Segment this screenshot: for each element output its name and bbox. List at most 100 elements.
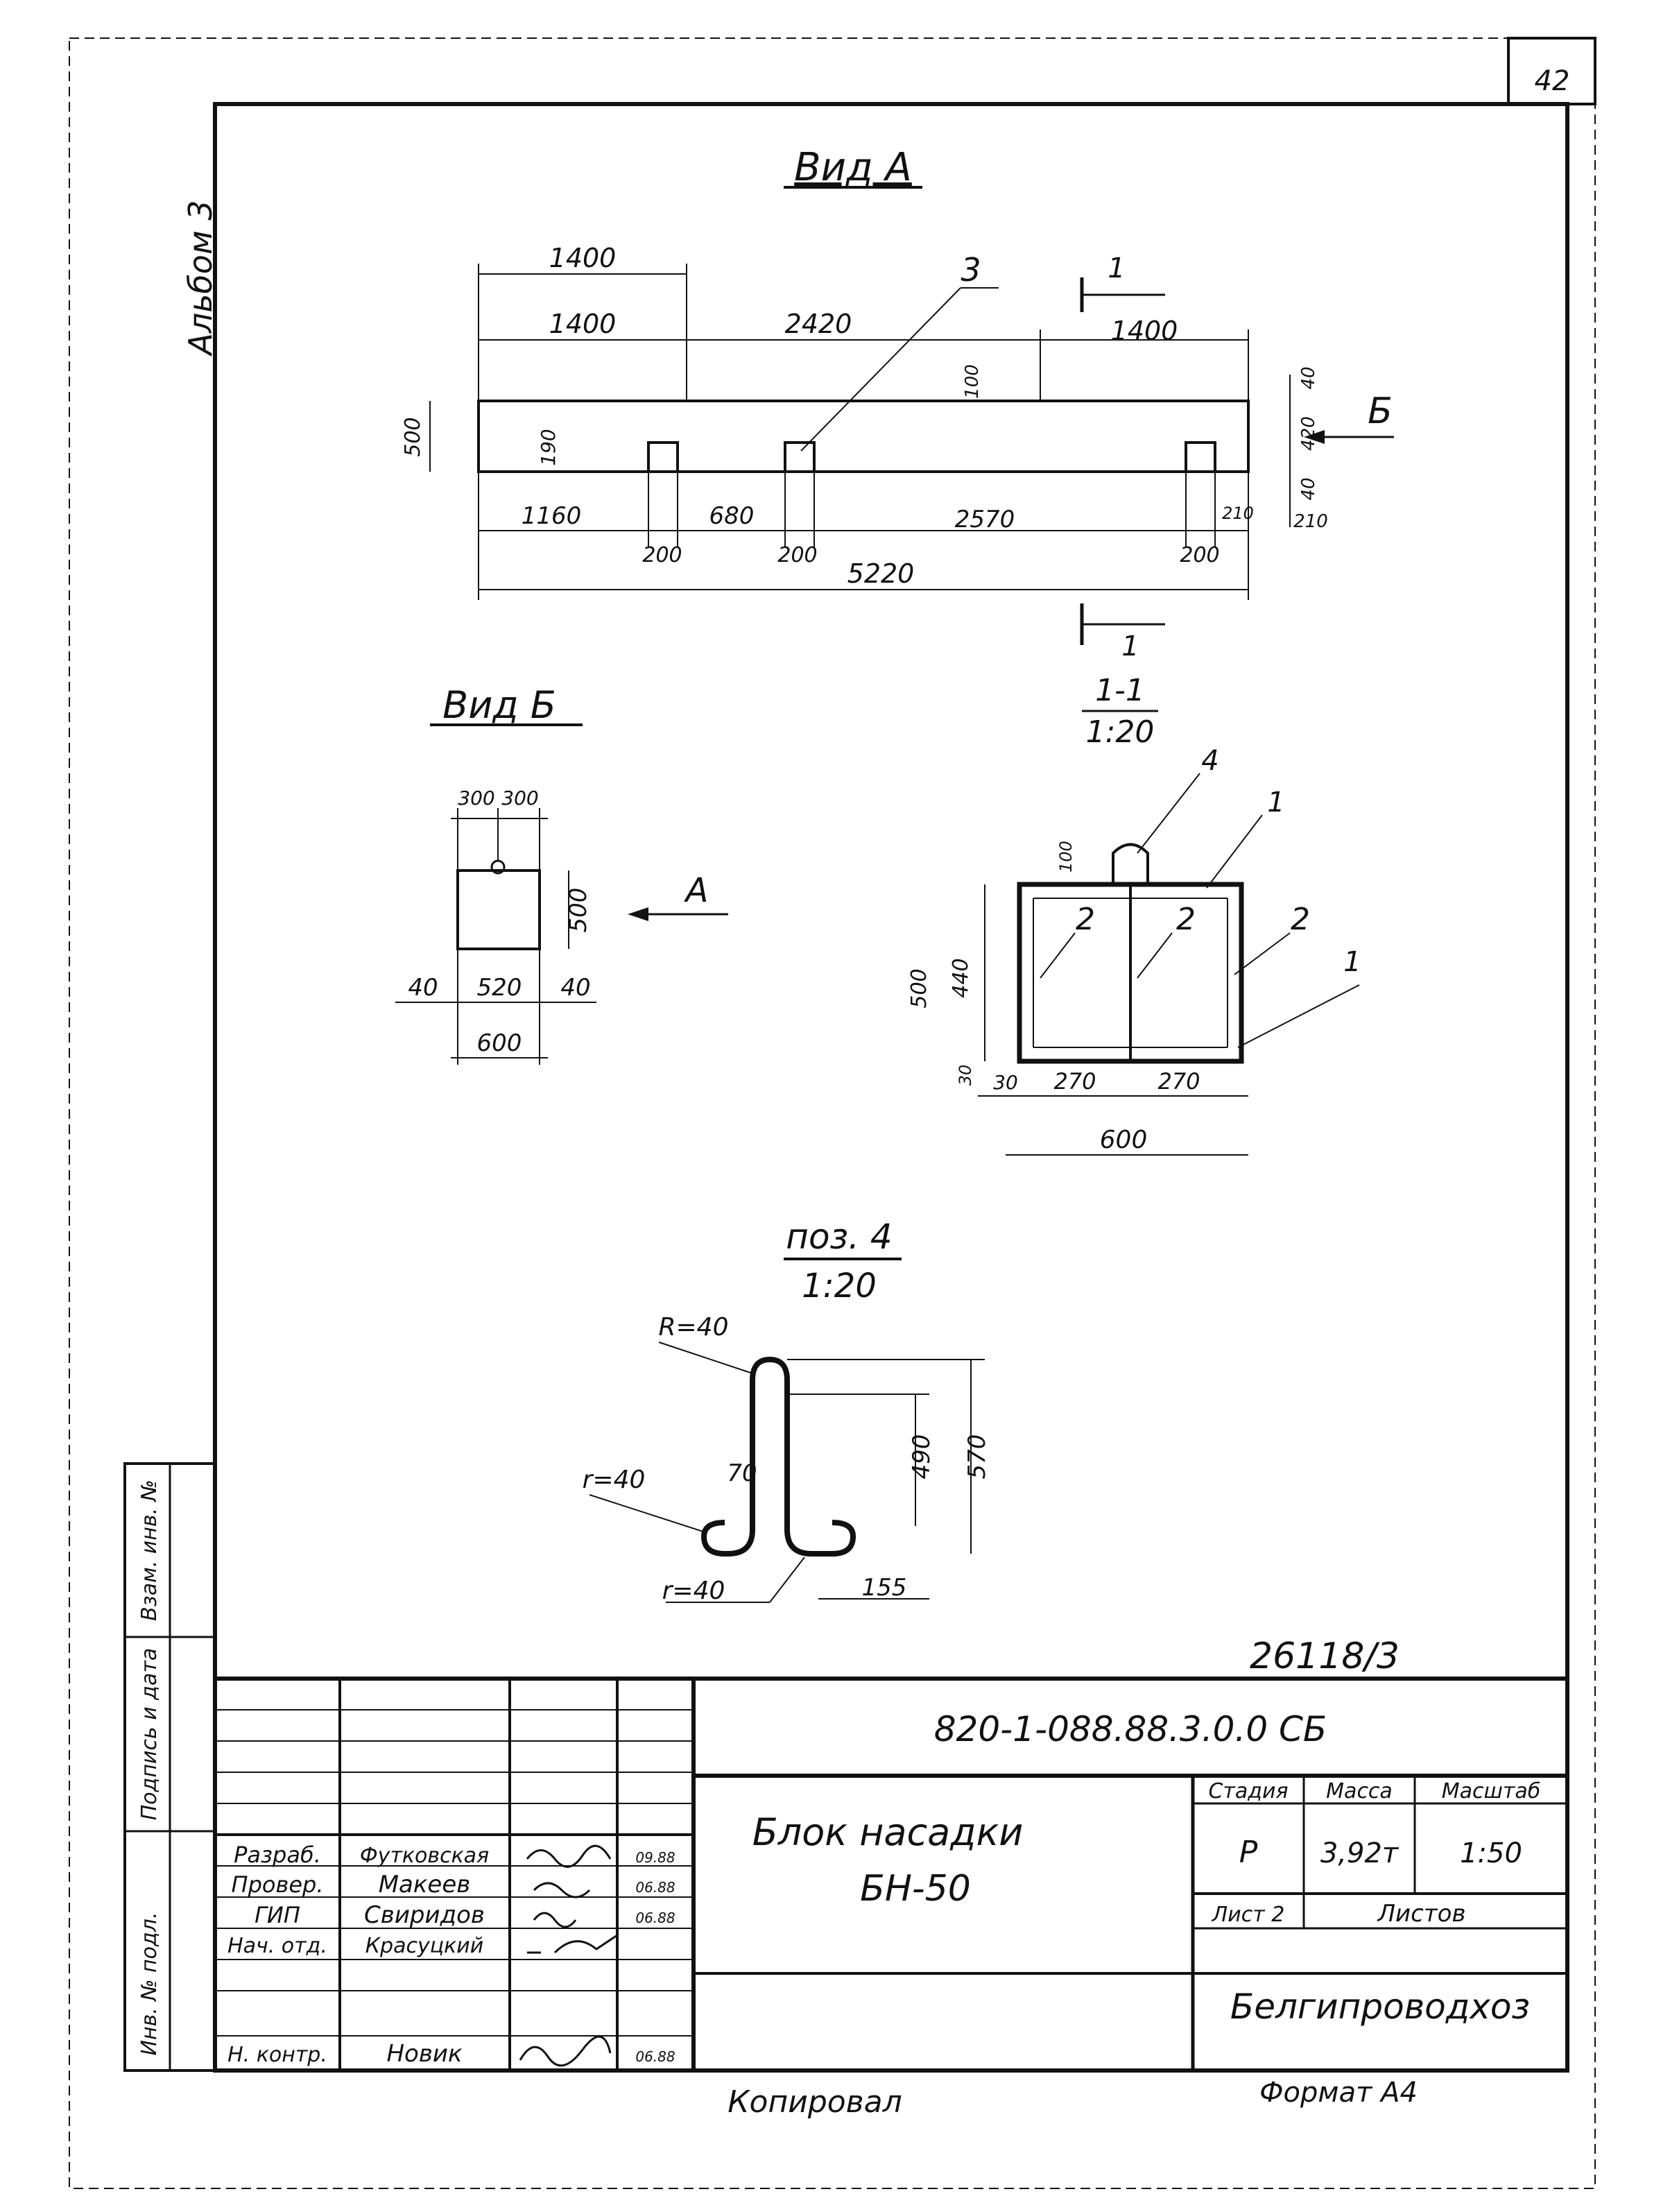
dim-right-40a: 40 — [1298, 366, 1319, 389]
section-pos-4-top: 4 — [1201, 745, 1219, 777]
document-designation: 820-1-088.88.3.0.0 СБ — [934, 1709, 1327, 1749]
pos4-r-bottom: r=40 — [662, 1577, 725, 1605]
date-developer: 09.88 — [635, 1849, 675, 1866]
section-1-1: 1-1 1:20 100 500 440 30 30 270 270 600 4… — [907, 673, 1361, 1156]
pos4-scale: 1:20 — [802, 1267, 877, 1305]
dim-bottom-2570: 2570 — [955, 506, 1015, 533]
pos4-r-top: R=40 — [659, 1313, 729, 1341]
dim-hole-190: 190 — [537, 429, 560, 465]
view-a-pos-3: 3 — [961, 251, 981, 289]
section-mark-bottom: 1 — [1121, 631, 1139, 662]
dim-notch-100: 100 — [962, 364, 983, 399]
product-name: Блок насадки — [752, 1810, 1024, 1854]
role-checker: Провер. — [232, 1871, 324, 1898]
view-b-outline — [456, 869, 541, 950]
view-b-dim-40b: 40 — [560, 974, 590, 1002]
date-norm-control: 06.88 — [635, 2048, 675, 2065]
view-a-title: Вид А — [794, 145, 912, 190]
view-b-dim-40a: 40 — [408, 974, 438, 1002]
role-norm-control: Н. контр. — [227, 2043, 327, 2067]
section-pos-1-bottom: 1 — [1343, 946, 1361, 978]
value-stage: Р — [1239, 1835, 1258, 1870]
name-checker: Макеев — [379, 1871, 471, 1898]
hole-1 — [647, 441, 679, 473]
section-pos-2c: 2 — [1291, 902, 1310, 937]
section-pos-2b: 2 — [1176, 902, 1196, 937]
signature-1 — [526, 1844, 612, 1868]
section-dim-440: 440 — [949, 958, 973, 997]
dim-bottom-1160: 1160 — [522, 502, 582, 530]
page-number: 42 — [1535, 65, 1570, 97]
view-b-dim-600: 600 — [477, 1029, 522, 1057]
section-pos-2a: 2 — [1076, 902, 1095, 937]
pos4-dim-490: 490 — [908, 1434, 936, 1480]
hole-3 — [1185, 441, 1216, 473]
side-label-replace: Взам. инв. № — [137, 1480, 162, 1621]
section-dim-500: 500 — [907, 968, 931, 1008]
dim-top-1400-b: 1400 — [549, 309, 617, 339]
side-label-inv: Инв. № подл. — [137, 1912, 162, 2056]
dim-right-210a: 210 — [1222, 504, 1254, 523]
format-label: Формат А4 — [1259, 2077, 1418, 2109]
view-b-title: Вид Б — [442, 683, 556, 727]
pos4-title: поз. 4 — [786, 1217, 892, 1257]
product-mark: БН-50 — [860, 1868, 971, 1910]
header-mass: Масса — [1326, 1779, 1393, 1803]
header-stage: Стадия — [1208, 1779, 1288, 1803]
role-developer: Разраб. — [234, 1842, 321, 1868]
section-dim-270b: 270 — [1157, 1068, 1200, 1095]
dim-hole-width-3: 200 — [1180, 543, 1219, 567]
name-norm-control: Новик — [386, 2040, 463, 2068]
section-dim-30-left: 30 — [956, 1065, 975, 1086]
pos4-dim-70: 70 — [727, 1459, 757, 1487]
pos-4-detail: поз. 4 1:20 490 570 155 R=40 r=40 70 r=4… — [583, 1217, 991, 1605]
dim-height-500: 500 — [401, 417, 425, 456]
pos4-dim-570: 570 — [963, 1434, 991, 1480]
main-frame — [213, 102, 1569, 2073]
dim-top-1400-a: 1400 — [549, 243, 617, 273]
section-dim-270a: 270 — [1053, 1068, 1096, 1095]
section-scale: 1:20 — [1086, 714, 1155, 750]
header-scale: Масштаб — [1442, 1779, 1541, 1803]
section-title: 1-1 — [1095, 673, 1145, 708]
pos4-dim-155: 155 — [862, 1574, 907, 1602]
copied-label: Копировал — [727, 2084, 902, 2120]
role-chief-engineer: ГИП — [255, 1902, 300, 1928]
name-chief-engineer: Свиридов — [364, 1901, 485, 1929]
dim-hole-width-1: 200 — [642, 543, 682, 567]
page-number-box — [1507, 37, 1596, 105]
title-block: 820-1-088.88.3.0.0 СБ Блок насадки БН-50… — [215, 1677, 1567, 2070]
view-a: Вид А 1400 1400 2420 1400 100 500 190 40… — [401, 145, 1394, 662]
archive-mark: 26118/3 — [1250, 1636, 1400, 1677]
sheets-label: Листов — [1376, 1900, 1465, 1928]
hole-2 — [784, 441, 816, 473]
dim-top-2420: 2420 — [785, 309, 852, 339]
section-pos-1-top: 1 — [1267, 787, 1284, 818]
dim-right-40b: 40 — [1298, 477, 1319, 500]
signature-3 — [533, 1912, 577, 1928]
name-developer: Футковская — [360, 1844, 489, 1868]
signature-5 — [519, 2035, 612, 2067]
beam-outline — [477, 400, 1250, 473]
album-label: Альбом 3 — [182, 200, 219, 357]
view-b-dim-500: 500 — [565, 888, 592, 933]
dim-bottom-5220: 5220 — [847, 558, 915, 589]
pos4-r-left: r=40 — [583, 1466, 646, 1494]
side-label-sign: Подпись и дата — [137, 1648, 162, 1821]
name-head-department: Красуцкий — [365, 1934, 484, 1958]
section-dim-30: 30 — [993, 1071, 1018, 1094]
date-checker: 06.88 — [635, 1879, 675, 1896]
section-mark-top: 1 — [1108, 252, 1125, 284]
view-b-arrow-label: А — [684, 871, 709, 910]
value-scale: 1:50 — [1460, 1837, 1522, 1869]
signature-4 — [527, 1934, 618, 1954]
view-b-dim-300a: 300 — [458, 787, 494, 809]
value-mass: 3,92т — [1320, 1837, 1400, 1869]
trim-frame — [69, 37, 1596, 2189]
dim-hole-width-2: 200 — [777, 543, 817, 567]
organization: Белгипроводхоз — [1230, 1987, 1530, 2027]
role-head-department: Нач. отд. — [227, 1934, 327, 1958]
dim-top-1400-c: 1400 — [1111, 316, 1178, 346]
view-b: Вид Б 300 300 500 40 520 40 600 А — [395, 683, 728, 1065]
